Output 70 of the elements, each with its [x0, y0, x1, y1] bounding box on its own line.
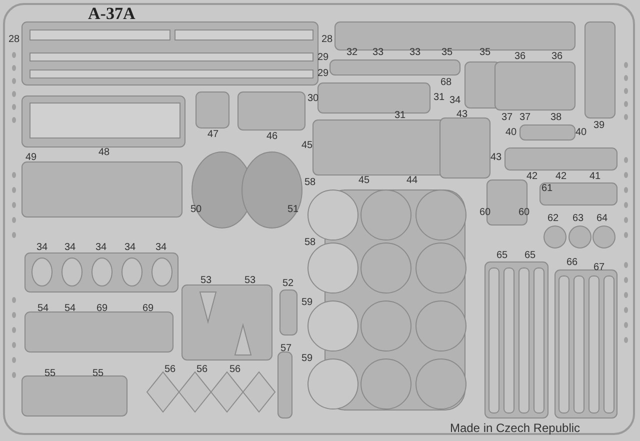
part-number: 60 [518, 208, 530, 218]
part-number: 58 [304, 238, 316, 248]
part-number: 63 [572, 214, 584, 224]
part-number: 28 [321, 35, 333, 45]
part-number: 33 [409, 48, 421, 58]
part-number: 64 [596, 214, 608, 224]
part-number: 31 [394, 111, 406, 121]
part-number: 50 [190, 205, 202, 215]
part-number: 54 [37, 304, 49, 314]
part-number: 34 [155, 243, 167, 253]
part-number: 60 [479, 208, 491, 218]
part-number: 36 [514, 52, 526, 62]
part-number: 53 [244, 276, 256, 286]
part-number: 67 [593, 263, 605, 273]
part-number: 49 [25, 153, 37, 163]
part-number: 36 [551, 52, 563, 62]
part-number: 41 [589, 172, 601, 182]
fret-title: A-37A [88, 5, 136, 22]
part-number: 56 [229, 365, 241, 375]
origin-note: Made in Czech Republic [450, 422, 580, 434]
part-number: 29 [317, 69, 329, 79]
part-number: 34 [64, 243, 76, 253]
part-number: 45 [301, 141, 313, 151]
part-number: 61 [541, 184, 553, 194]
part-number: 30 [307, 94, 319, 104]
part-number: 37 [519, 113, 531, 123]
part-number: 40 [505, 128, 517, 138]
part-number: 62 [547, 214, 559, 224]
part-number: 52 [282, 279, 294, 289]
part-number: 46 [266, 132, 278, 142]
part-number: 43 [456, 110, 468, 120]
part-number: 39 [593, 121, 605, 131]
part-number: 37 [501, 113, 513, 123]
part-number: 35 [479, 48, 491, 58]
part-number: 32 [346, 48, 358, 58]
part-number: 66 [566, 258, 578, 268]
part-number: 38 [550, 113, 562, 123]
part-number: 65 [524, 251, 536, 261]
part-number: 68 [440, 78, 452, 88]
part-number: 47 [207, 130, 219, 140]
part-number: 28 [8, 35, 20, 45]
part-number: 58 [304, 178, 316, 188]
part-number: 65 [496, 251, 508, 261]
part-number: 33 [372, 48, 384, 58]
part-number: 56 [164, 365, 176, 375]
part-number: 54 [64, 304, 76, 314]
part-number: 35 [441, 48, 453, 58]
part-number: 56 [196, 365, 208, 375]
part-number: 31 [433, 93, 445, 103]
part-number: 48 [98, 148, 110, 158]
part-number: 34 [449, 96, 461, 106]
part-number: 42 [555, 172, 567, 182]
part-number: 29 [317, 53, 329, 63]
part-number: 34 [124, 243, 136, 253]
part-number: 59 [301, 298, 313, 308]
part-number: 34 [95, 243, 107, 253]
part-number: 34 [36, 243, 48, 253]
part-number: 42 [526, 172, 538, 182]
part-number: 69 [142, 304, 154, 314]
part-number: 43 [490, 153, 502, 163]
part-number: 55 [92, 369, 104, 379]
part-number: 57 [280, 344, 292, 354]
part-number: 51 [287, 205, 299, 215]
part-number: 59 [301, 354, 313, 364]
part-number: 53 [200, 276, 212, 286]
part-number: 40 [575, 128, 587, 138]
part-number: 44 [406, 176, 418, 186]
part-number: 45 [358, 176, 370, 186]
part-number: 55 [44, 369, 56, 379]
part-number: 69 [96, 304, 108, 314]
